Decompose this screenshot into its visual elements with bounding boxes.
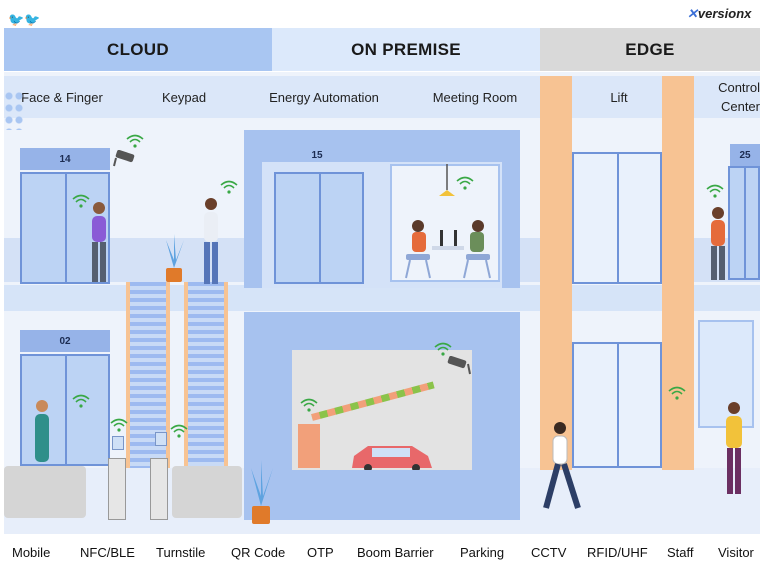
edge-header: EDGE (540, 28, 760, 71)
wifi-icon (706, 184, 724, 198)
edge-pillar-right (662, 76, 694, 470)
label-cctv: CCTV (531, 545, 567, 560)
bottom-label-strip (0, 534, 762, 579)
label-staff: Staff (667, 545, 694, 560)
qr-reader-icon (112, 436, 124, 450)
lift-door-upper (572, 152, 662, 284)
turnstile-base-right (172, 466, 242, 518)
floor-25-sign: 25 (730, 144, 760, 166)
logo: ✕versionx (687, 6, 752, 21)
on-premise-header: ON PREMISE (272, 28, 540, 71)
turnstile-post-1 (108, 458, 126, 520)
label-meeting-room: Meeting Room (432, 89, 518, 105)
wifi-icon (434, 342, 452, 356)
cctv-camera-upper-icon (112, 149, 138, 168)
wifi-icon (300, 398, 318, 412)
label-parking: Parking (460, 545, 505, 560)
ceiling-lamp-icon (437, 164, 457, 198)
cloud-header-label: CLOUD (107, 39, 169, 59)
on-premise-header-label: ON PREMISE (351, 39, 461, 59)
turnstile-post-2 (150, 458, 168, 520)
meeting-people-icon (402, 218, 494, 280)
label-boom-barrier: Boom Barrier (357, 545, 434, 560)
cloud-header: CLOUD (4, 28, 272, 71)
wifi-icon (456, 176, 474, 190)
wifi-icon (668, 386, 686, 400)
label-turnstile: Turnstile (156, 545, 206, 560)
floor-15-door (274, 172, 364, 284)
wifi-icon (72, 194, 90, 208)
plant-upper-icon (160, 232, 188, 284)
person-control-center-icon (704, 206, 732, 282)
edge-header-label: EDGE (625, 39, 675, 59)
control-center-window (698, 320, 754, 428)
person-visitor-icon (720, 400, 748, 496)
boom-barrier-post (298, 424, 320, 468)
wifi-icon (72, 394, 90, 408)
escalator-right (184, 282, 228, 468)
lift-door-lower (572, 342, 662, 468)
decorative-dots (4, 90, 24, 130)
floor-02-sign: 02 (20, 330, 110, 352)
cctv-camera-lower-icon (446, 355, 472, 376)
label-otp: OTP (307, 545, 334, 560)
person-keypad-icon (198, 196, 224, 288)
upper-floor-slab (4, 285, 760, 311)
label-control-center-line2: Center (720, 99, 760, 114)
wifi-icon (220, 180, 238, 194)
wifi-icon (170, 424, 188, 438)
floor-25-label: 25 (739, 149, 751, 161)
floor-14-label: 14 (59, 153, 71, 165)
floor-15-label: 15 (311, 149, 323, 161)
label-rfid-uhf: RFID/UHF (587, 545, 648, 560)
label-visitor: Visitor (718, 545, 754, 560)
floor-14-sign: 14 (20, 148, 110, 170)
label-face-finger: Face & Finger (21, 89, 103, 105)
logo-mark-icon: ✕ (687, 6, 698, 21)
floor-02-label: 02 (59, 335, 71, 347)
birds-icon: 🐦🐦 (8, 12, 41, 27)
person-face-finger-icon (86, 200, 112, 286)
label-mobile: Mobile (12, 545, 51, 560)
label-control-center: Control Center (706, 78, 760, 116)
label-lift: Lift (610, 89, 628, 105)
person-cctv-walking-icon (540, 420, 584, 512)
qr-reader-2-icon (155, 432, 167, 446)
plant-lower-icon (246, 458, 276, 526)
car-icon (348, 440, 434, 472)
floor-25-door (728, 166, 760, 280)
label-energy-automation: Energy Automation (269, 89, 379, 105)
wifi-icon (126, 134, 144, 148)
label-control-center-line1: Control (718, 80, 760, 95)
wifi-icon (110, 418, 128, 432)
edge-pillar-left (540, 76, 572, 470)
label-qr-code: QR Code (231, 545, 286, 560)
person-mobile-icon (30, 398, 54, 466)
turnstile-base-left (4, 466, 86, 518)
top-label-strip (4, 76, 760, 118)
label-nfc-ble: NFC/BLE (80, 545, 135, 560)
label-keypad: Keypad (161, 89, 207, 105)
floor-15-sign: 15 (262, 144, 372, 166)
